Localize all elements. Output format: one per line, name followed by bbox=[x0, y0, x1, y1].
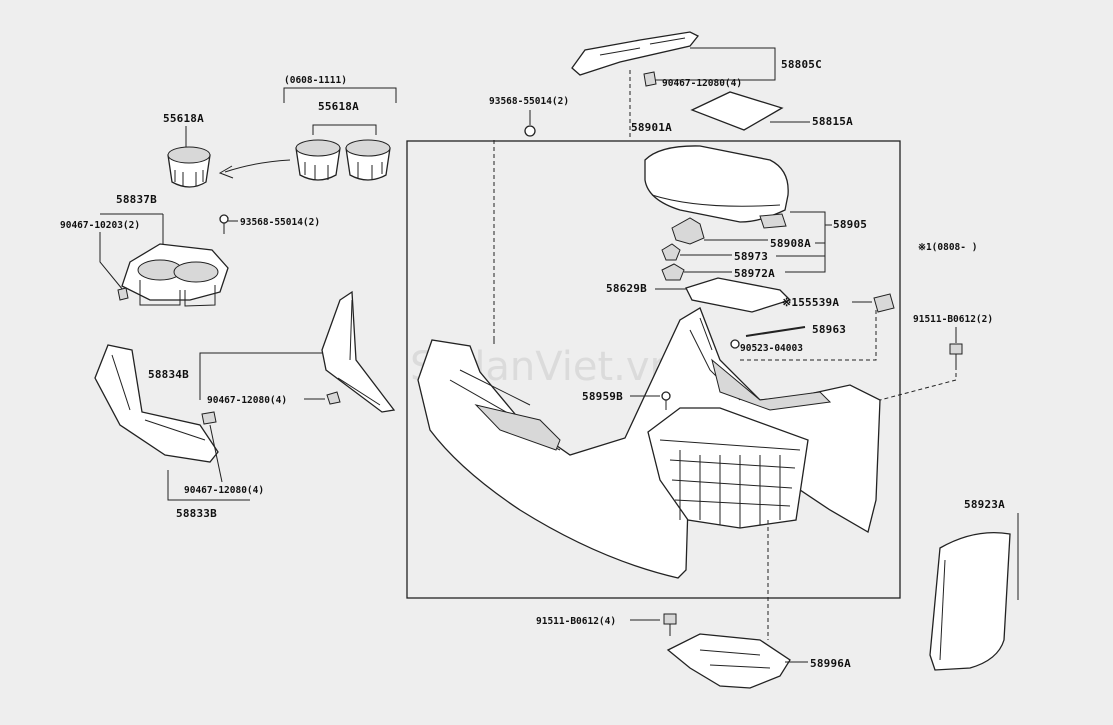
label-range-0608-1111: (0608-1111) bbox=[284, 75, 347, 86]
bracket bbox=[312, 124, 377, 135]
label-90467-12080-b: 90467-12080(4) bbox=[184, 485, 264, 496]
label-155539a: ※155539A bbox=[782, 296, 839, 309]
label-58805c: 58805C bbox=[781, 58, 822, 71]
label-58815a: 58815A bbox=[812, 115, 853, 128]
label-58963: 58963 bbox=[812, 323, 846, 336]
clip-icon bbox=[117, 287, 129, 301]
label-58905: 58905 bbox=[833, 218, 867, 231]
leader bbox=[209, 424, 223, 483]
bracket-58805c[interactable] bbox=[571, 31, 700, 76]
leader bbox=[99, 232, 124, 291]
arrow-line bbox=[224, 159, 291, 173]
hinge-58908a[interactable] bbox=[671, 217, 705, 245]
label-55618a-pair: 55618A bbox=[318, 100, 359, 113]
clip-icon bbox=[201, 411, 217, 425]
arrow-head-icon bbox=[218, 165, 234, 179]
label-58908a: 58908A bbox=[770, 237, 811, 250]
console-body[interactable] bbox=[417, 307, 881, 579]
label-90523-04003: 90523-04003 bbox=[740, 343, 803, 354]
label-91511-b0612-right: 91511-B0612(2) bbox=[913, 314, 993, 325]
screw-icon bbox=[219, 214, 229, 234]
leader bbox=[199, 352, 322, 400]
label-93568-55014-top: 93568-55014(2) bbox=[489, 96, 569, 107]
clip-icon bbox=[643, 71, 657, 87]
rear-cover-58923a[interactable] bbox=[929, 531, 1011, 671]
storage-box[interactable] bbox=[647, 407, 809, 529]
rod-58963[interactable] bbox=[745, 326, 806, 337]
label-58923a: 58923A bbox=[964, 498, 1005, 511]
label-55618a-single: 55618A bbox=[163, 112, 204, 125]
nut-icon bbox=[730, 339, 740, 349]
screw-icon bbox=[524, 125, 536, 137]
clip-icon bbox=[326, 391, 341, 405]
bracket-58996a[interactable] bbox=[666, 633, 791, 689]
cup-holder-single[interactable] bbox=[167, 146, 211, 188]
screw-icon bbox=[661, 391, 671, 410]
label-58959b: 58959B bbox=[582, 390, 623, 403]
bolt-icon bbox=[949, 343, 963, 366]
leader bbox=[785, 211, 826, 273]
clip-155539a[interactable] bbox=[873, 293, 895, 313]
pad-58815a[interactable] bbox=[690, 91, 784, 131]
bolt-icon bbox=[663, 613, 677, 636]
label-58973: 58973 bbox=[734, 250, 768, 263]
label-90467-12080-a: 90467-12080(4) bbox=[207, 395, 287, 406]
label-58996a: 58996A bbox=[810, 657, 851, 670]
label-90467-12080-top: 90467-12080(4) bbox=[662, 78, 742, 89]
label-58837b: 58837B bbox=[116, 193, 157, 206]
lid-pad-58629b[interactable] bbox=[685, 277, 792, 313]
cup-holder-base[interactable] bbox=[121, 243, 229, 307]
label-93568-55014-left: 93568-55014(2) bbox=[240, 217, 320, 228]
console-assembly-frame bbox=[406, 140, 901, 599]
clip-58972a[interactable] bbox=[661, 263, 685, 281]
dashed-guide bbox=[740, 310, 877, 361]
label-58834b: 58834B bbox=[148, 368, 189, 381]
label-58629b: 58629B bbox=[606, 282, 647, 295]
label-58972a: 58972A bbox=[734, 267, 775, 280]
armrest-lid[interactable] bbox=[644, 145, 789, 229]
label-91511-b0612-bottom: 91511-B0612(4) bbox=[536, 616, 616, 627]
latch-58973[interactable] bbox=[661, 243, 681, 261]
label-58901a: 58901A bbox=[631, 121, 672, 134]
label-58833b: 58833B bbox=[176, 507, 217, 520]
side-panel-58834b[interactable] bbox=[321, 290, 396, 413]
leader bbox=[167, 470, 250, 501]
note-1: ※1(0808- ) bbox=[918, 242, 977, 253]
dashed-guide bbox=[879, 366, 957, 401]
leader bbox=[650, 47, 776, 81]
side-panel-58833b[interactable] bbox=[94, 344, 219, 463]
cup-holder-pair[interactable] bbox=[295, 139, 391, 181]
bracket bbox=[283, 87, 397, 103]
label-90467-10203: 90467-10203(2) bbox=[60, 220, 140, 231]
